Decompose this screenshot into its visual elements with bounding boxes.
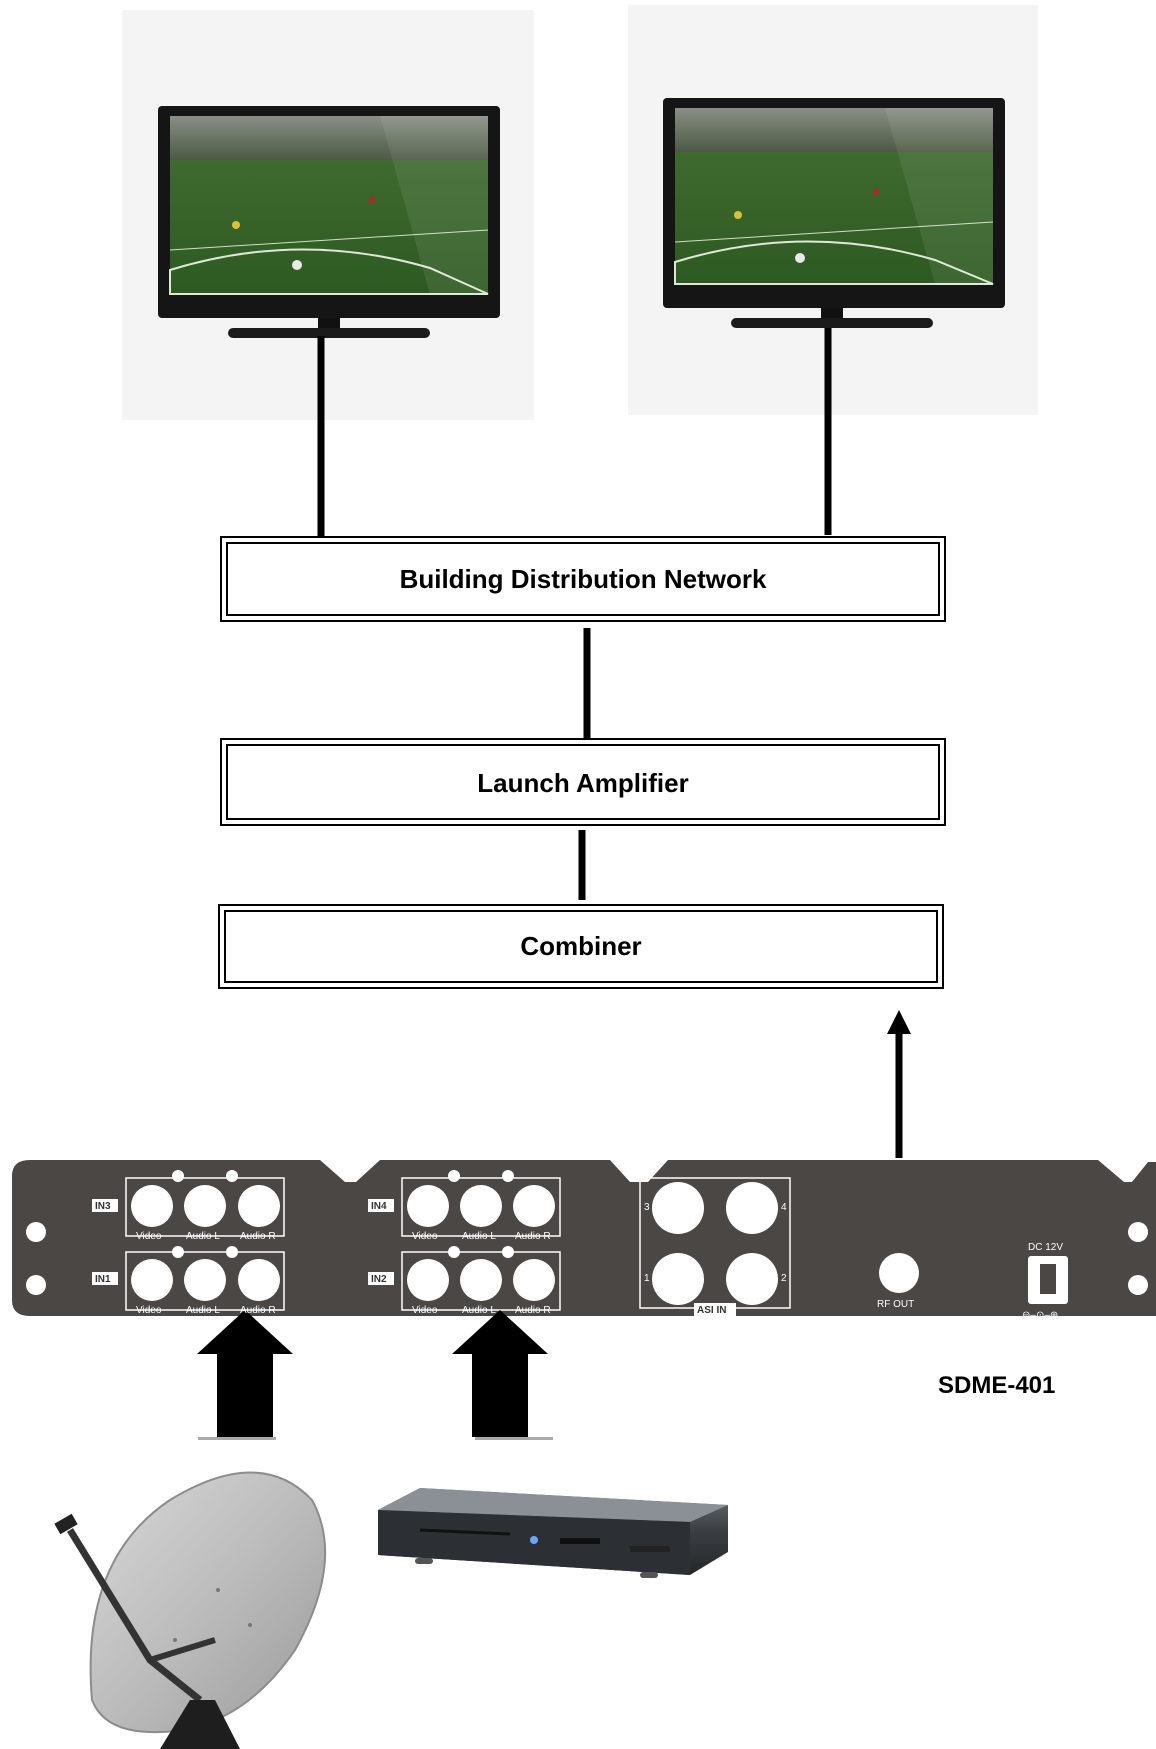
connector-label: Video [136,1231,162,1242]
building-distribution-network-box: Building Distribution Network [220,536,946,622]
asi-tag [694,1303,736,1316]
connector-label: Audio R [515,1231,551,1242]
connector-label: Audio R [515,1305,551,1316]
input-tag-label: IN2 [371,1274,387,1285]
polarity-label: ⊖–⊙–⊕ [1022,1310,1058,1321]
input-tag [92,1199,118,1212]
input-tag-label: IN3 [95,1201,111,1212]
connector-label: Video [412,1305,438,1316]
rf-out-connector [879,1253,919,1293]
asi-in-label: ASI IN [697,1305,726,1316]
connection-lines [317,328,903,1158]
arrow-up-icon [452,1310,548,1437]
connector-label: Audio L [186,1305,220,1316]
connector-label: Audio R [240,1305,276,1316]
connector-label: Audio L [186,1231,220,1242]
connector-label: Audio L [462,1305,496,1316]
asi-port-number: 2 [781,1273,787,1284]
dc-power-label: DC 12V [1028,1242,1063,1253]
asi-port-number: 1 [644,1273,650,1284]
asi-port-number: 4 [781,1202,787,1213]
combiner-box: Combiner [218,904,944,989]
device-panel [12,1160,1156,1316]
rf-out-label: RF OUT [877,1299,914,1310]
input-tag-label: IN1 [95,1274,111,1285]
connector-label: Video [412,1231,438,1242]
satellite-dish-icon [54,1471,327,1749]
tv-icon [158,106,500,338]
arrow-up-icon [197,1310,293,1437]
input-tag [92,1272,118,1285]
tv-icon [663,98,1005,328]
connector-label: Audio R [240,1231,276,1242]
input-tag-label: IN4 [371,1201,387,1212]
launch-amplifier-box: Launch Amplifier [220,738,946,826]
dvd-player-icon [378,1488,728,1578]
arrow-up-icon [887,1010,911,1034]
connector-label: Video [136,1305,162,1316]
asi-port-number: 3 [644,1202,650,1213]
input-tag [368,1199,394,1212]
input-tag [368,1272,394,1285]
connector-label: Audio L [462,1231,496,1242]
model-label: SDME-401 [938,1372,1056,1399]
